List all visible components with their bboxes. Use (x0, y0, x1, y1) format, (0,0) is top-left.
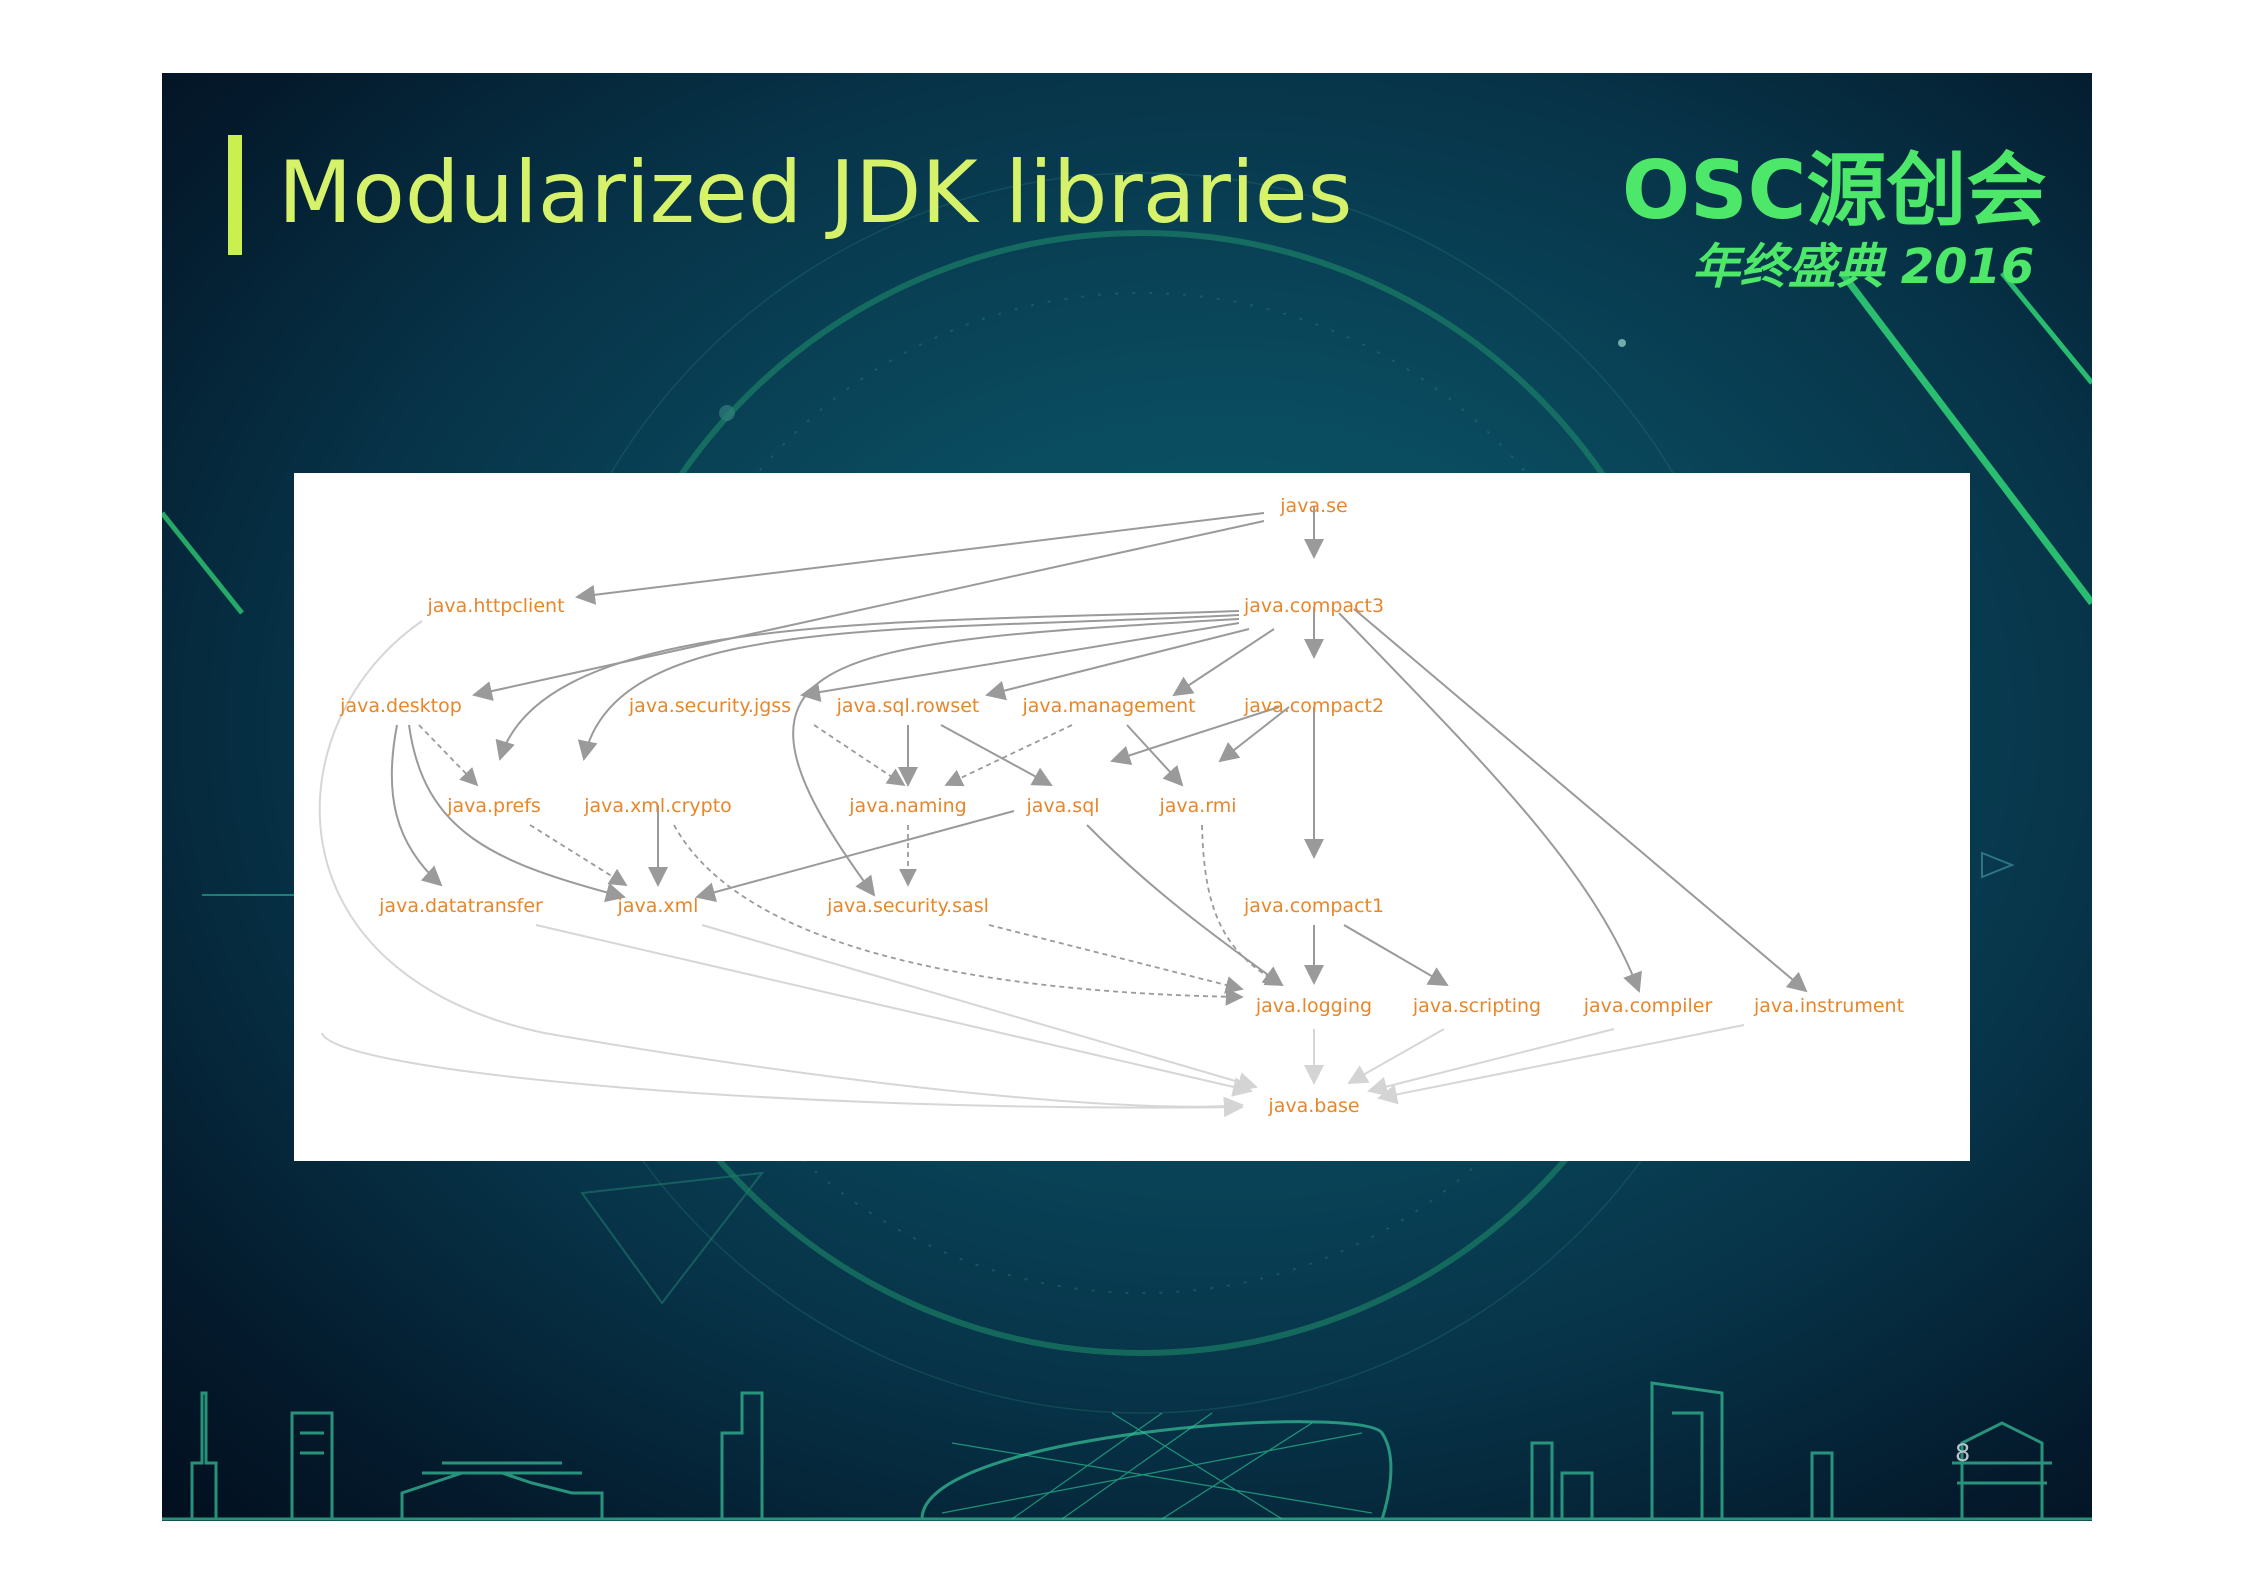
node-java-instrument: java.instrument (1753, 995, 1905, 1017)
page-number: 8 (1955, 1439, 1971, 1467)
logo-line1: OSC源创会 (1622, 144, 2046, 237)
node-java-compiler: java.compiler (1583, 995, 1713, 1017)
node-java-management: java.management (1022, 695, 1196, 717)
module-graph-figure: java.se java.httpclient java.compact3 ja… (294, 473, 1970, 1161)
node-java-security-sasl: java.security.sasl (827, 895, 989, 917)
node-java-compact3: java.compact3 (1243, 595, 1385, 617)
node-java-xml-crypto: java.xml.crypto (584, 795, 732, 817)
node-java-xml: java.xml (617, 895, 699, 917)
node-java-compact2: java.compact2 (1243, 695, 1385, 717)
node-java-rmi: java.rmi (1159, 795, 1237, 817)
node-java-security-jgss: java.security.jgss (628, 695, 792, 717)
city-skyline-decoration (162, 1381, 2092, 1521)
node-java-base: java.base (1268, 1095, 1360, 1117)
osc-logo: OSC源创会 年终盛典 2016 (1612, 123, 2072, 303)
node-java-sql: java.sql (1026, 795, 1100, 817)
module-graph-edges (318, 507, 1808, 1118)
logo-line2: 年终盛典 2016 (1692, 239, 2034, 295)
slide-title: Modularized JDK libraries (278, 143, 1353, 243)
node-java-sql-rowset: java.sql.rowset (836, 695, 980, 717)
title-accent-bar (228, 135, 242, 255)
node-java-httpclient: java.httpclient (427, 595, 565, 617)
node-java-compact1: java.compact1 (1243, 895, 1385, 917)
node-java-logging: java.logging (1255, 995, 1373, 1017)
osc-logo-graphic: OSC源创会 年终盛典 2016 (1622, 144, 2046, 295)
node-java-naming: java.naming (849, 795, 967, 817)
node-java-datatransfer: java.datatransfer (379, 895, 543, 917)
node-java-desktop: java.desktop (340, 695, 462, 717)
slide: Modularized JDK libraries OSC源创会 年终盛典 20… (162, 73, 2092, 1521)
node-java-scripting: java.scripting (1412, 995, 1542, 1017)
node-java-se: java.se (1280, 495, 1348, 517)
node-java-prefs: java.prefs (447, 795, 541, 817)
